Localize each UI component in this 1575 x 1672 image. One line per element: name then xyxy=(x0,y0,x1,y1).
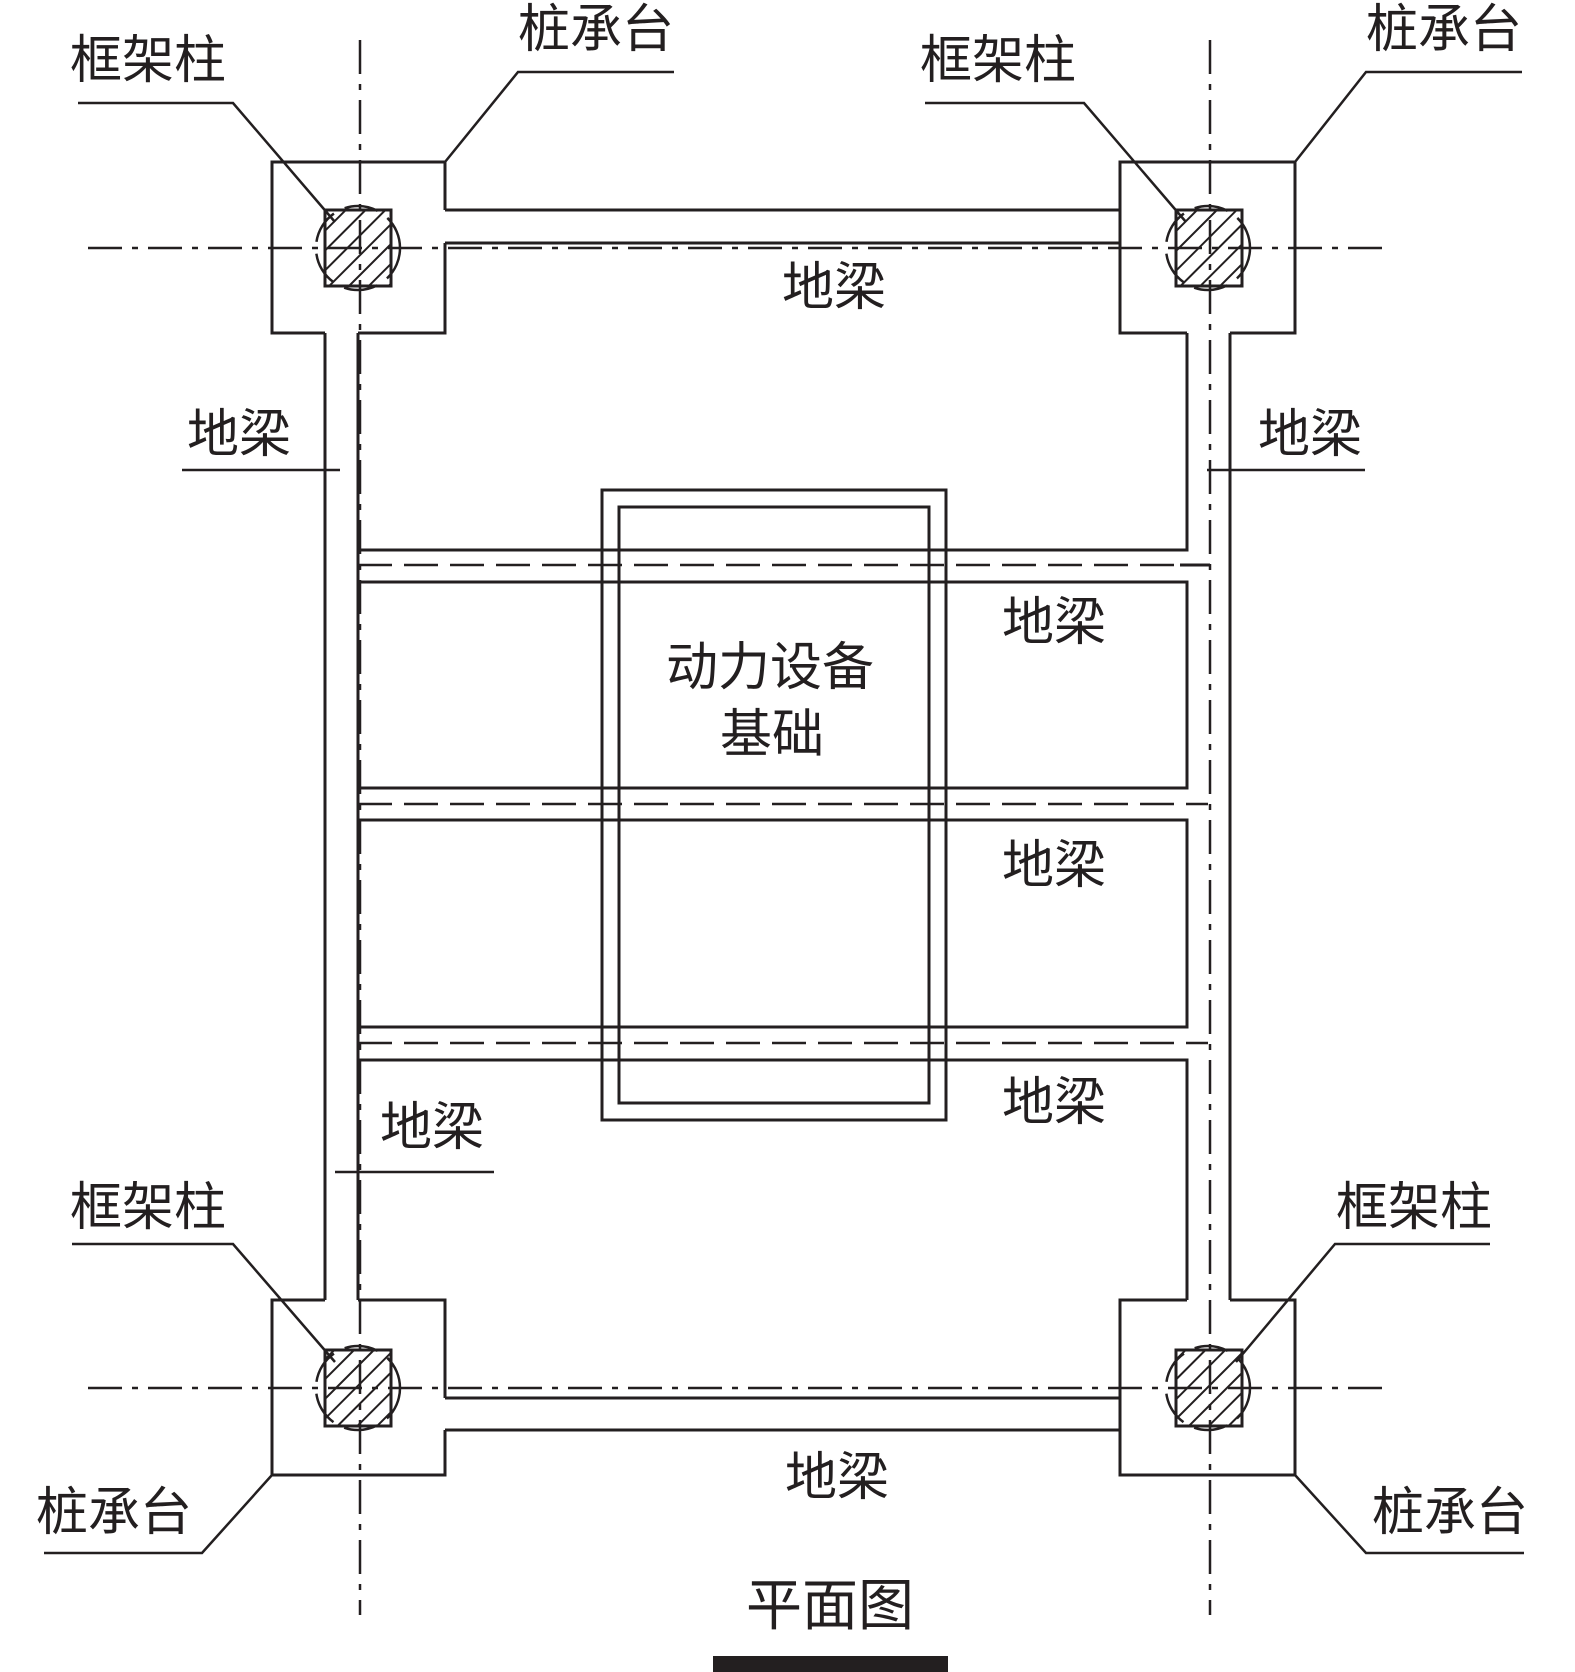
label-column-br: 框架柱 xyxy=(1336,1178,1492,1238)
label-beam-inner-3: 地梁 xyxy=(1002,1073,1106,1133)
frame-column-top-right xyxy=(1164,204,1252,292)
leader-pilecap-bl xyxy=(44,1474,273,1555)
pile-cap-top-left xyxy=(270,160,447,335)
beam-right-inner-edge-1 xyxy=(358,333,1189,552)
label-pilecap-bl: 桩承台 xyxy=(36,1483,192,1543)
frame-column-top-left xyxy=(314,204,402,292)
label-column-bl: 框架柱 xyxy=(70,1178,226,1238)
leader-column-tr xyxy=(925,101,1187,223)
pile-cap-top-left-edge xyxy=(358,243,447,335)
leader-column-tl xyxy=(78,101,336,223)
leader-pilecap-tr xyxy=(1294,70,1522,163)
caption-bar xyxy=(713,1656,948,1672)
beam-right-inner-edge-3 xyxy=(358,818,1189,1029)
frame-column-bottom-left xyxy=(314,1344,402,1432)
frame-columns xyxy=(314,204,1252,1432)
label-column-tr: 框架柱 xyxy=(920,31,1076,91)
label-beam-inner-2: 地梁 xyxy=(1002,836,1106,896)
beam-right-inner-edge-2 xyxy=(358,580,1189,790)
label-beam-bottom: 地梁 xyxy=(785,1448,889,1508)
leader-pilecap-tl xyxy=(444,70,674,163)
beam-right-inner-edge-4 xyxy=(358,1058,1189,1300)
label-beam-top: 地梁 xyxy=(782,258,886,318)
label-pilecap-tr: 桩承台 xyxy=(1366,0,1522,60)
pile-cap-bottom-left-edge xyxy=(358,1298,447,1398)
leader-column-br xyxy=(1235,1242,1490,1363)
label-beam-left: 地梁 xyxy=(187,405,291,465)
equipment-foundation-inner xyxy=(617,505,931,1105)
label-pilecap-tl: 桩承台 xyxy=(518,0,674,60)
label-beam-inner-1: 地梁 xyxy=(1002,593,1106,653)
ground-beams xyxy=(323,208,1232,1432)
pile-cap-top-right xyxy=(1118,160,1297,335)
pile-cap-bottom-right xyxy=(1118,1298,1297,1477)
label-pilecap-br: 桩承台 xyxy=(1372,1483,1528,1543)
label-equipment-line2: 基础 xyxy=(720,705,824,765)
equipment-foundation xyxy=(600,488,948,1122)
axis-lines xyxy=(88,40,1385,1615)
label-beam-left-lower: 地梁 xyxy=(380,1098,484,1158)
leader-pilecap-br xyxy=(1294,1474,1524,1555)
label-column-tl: 框架柱 xyxy=(70,31,226,91)
labels: 框架柱 桩承台 框架柱 桩承台 地梁 地梁 地梁 地梁 地梁 地梁 地梁 动力设… xyxy=(36,0,1528,1639)
drawing-caption: 平面图 xyxy=(746,1574,914,1639)
label-equipment-line1: 动力设备 xyxy=(666,638,874,698)
label-beam-right: 地梁 xyxy=(1258,405,1362,465)
frame-column-bottom-right xyxy=(1164,1344,1252,1432)
leader-column-bl xyxy=(72,1242,336,1363)
equipment-foundation-outer xyxy=(600,488,948,1122)
leader-lines xyxy=(44,70,1524,1555)
